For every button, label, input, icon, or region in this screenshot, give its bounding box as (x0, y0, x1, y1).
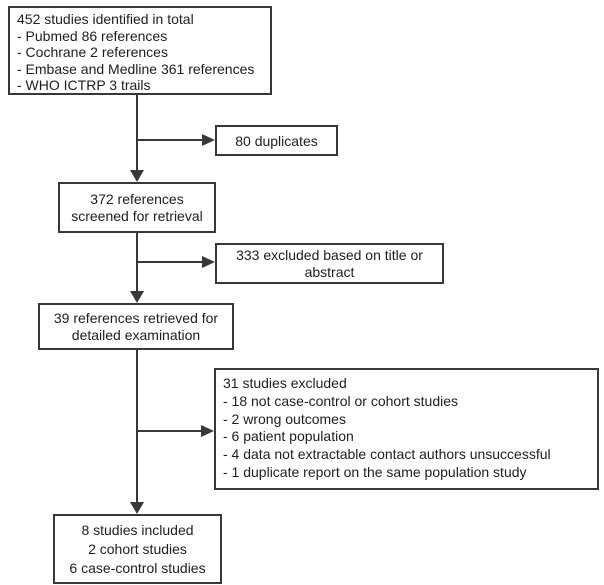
box-text-line: - 2 wrong outcomes (223, 410, 346, 427)
box-text-line: 333 excluded based on title or (236, 247, 423, 263)
connector-line-vertical (136, 350, 138, 503)
box-text-line: 6 case-control studies (69, 559, 206, 576)
box-text-line: - 18 not case-control or cohort studies (223, 392, 459, 409)
box-text-line: - 1 duplicate report on the same populat… (223, 463, 527, 480)
box-text-line: - 4 data not extractable contact authors… (223, 446, 551, 463)
arrowhead-down-icon (130, 502, 144, 514)
box-text-line: 8 studies included (81, 521, 194, 538)
box-text-line: 31 studies excluded (223, 375, 347, 391)
box-studies-excluded: 31 studies excluded - 18 not case-contro… (214, 368, 599, 490)
box-text-line: - Cochrane 2 references (17, 44, 168, 60)
box-text-line: 372 references (90, 191, 184, 207)
box-studies-identified: 452 studies identified in total - Pubmed… (8, 6, 272, 95)
arrowhead-right-icon (202, 134, 215, 146)
arrowhead-right-icon (202, 256, 215, 268)
box-text-line: 80 duplicates (235, 132, 318, 149)
arrowhead-down-icon (130, 170, 144, 182)
arrowhead-down-icon (130, 291, 144, 303)
box-text-line: 39 references retrieved for (53, 310, 219, 326)
box-text-line: detailed examination (71, 326, 201, 343)
box-text-line: - WHO ICTRP 3 trails (17, 77, 151, 93)
box-references-screened: 372 references screened for retrieval (58, 182, 216, 233)
box-excluded-title-abstract: 333 excluded based on title or abstract (215, 243, 444, 284)
box-text-line: screened for retrieval (71, 207, 203, 224)
connector-line-vertical (136, 95, 138, 172)
box-studies-included: 8 studies included 2 cohort studies 6 ca… (53, 514, 222, 584)
connector-line-vertical (136, 233, 138, 293)
box-text-line: abstract (304, 263, 355, 280)
box-text-line: 452 studies identified in total (17, 11, 194, 27)
box-text-line: - Embase and Medline 361 references (17, 60, 255, 77)
connector-line-horizontal (137, 261, 203, 263)
box-references-retrieved: 39 references retrieved for detailed exa… (38, 303, 234, 350)
connector-line-horizontal (137, 139, 203, 141)
arrowhead-right-icon (201, 425, 214, 437)
connector-line-horizontal (137, 430, 202, 432)
box-text-line: - 6 patient population (223, 428, 354, 445)
box-text-line: 2 cohort studies (88, 540, 187, 557)
box-duplicates: 80 duplicates (215, 125, 338, 156)
box-text-line: - Pubmed 86 references (17, 27, 168, 44)
